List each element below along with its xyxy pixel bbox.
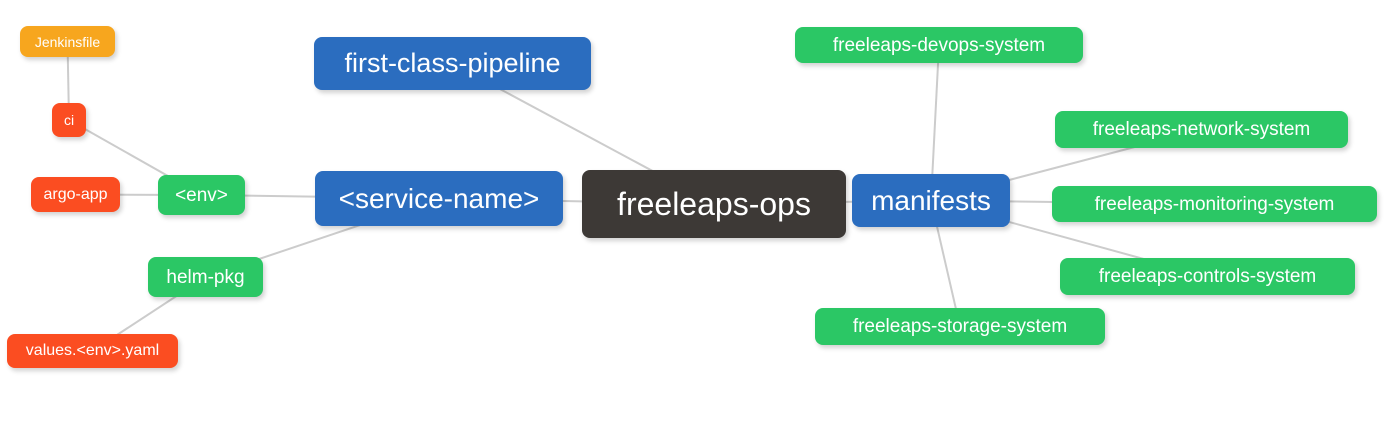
node-label: freeleaps-storage-system [852,316,1068,337]
node-label: helm-pkg [166,266,245,288]
node-label: manifests [871,184,991,216]
node-monitoring-system[interactable]: freeleaps-monitoring-system [1052,186,1377,222]
node-label: <service-name> [338,182,540,214]
node-label: freeleaps-ops [617,186,811,222]
node-argo-app[interactable]: argo-app [31,177,120,212]
node-helm-pkg[interactable]: helm-pkg [148,257,263,297]
node-ci[interactable]: ci [52,103,86,137]
node-label: freeleaps-monitoring-system [1094,193,1335,215]
node-label: first-class-pipeline [344,48,561,78]
node-controls-system[interactable]: freeleaps-controls-system [1060,258,1355,295]
node-label: freeleaps-network-system [1092,119,1311,140]
node-freeleaps-ops[interactable]: freeleaps-ops [582,170,846,238]
node-label: Jenkinsfile [34,33,101,50]
node-label: ci [63,112,75,128]
node-devops-system[interactable]: freeleaps-devops-system [795,27,1083,63]
node-first-class-pipeline[interactable]: first-class-pipeline [314,37,591,90]
node-label: freeleaps-devops-system [832,34,1046,56]
node-jenkinsfile[interactable]: Jenkinsfile [20,26,115,57]
node-label: freeleaps-controls-system [1098,266,1317,287]
node-label: <env> [175,184,228,206]
node-storage-system[interactable]: freeleaps-storage-system [815,308,1105,345]
node-env[interactable]: <env> [158,175,245,215]
node-manifests[interactable]: manifests [852,174,1010,227]
node-label: values.<env>.yaml [25,342,160,359]
node-label: argo-app [43,185,108,203]
node-values-env-yaml[interactable]: values.<env>.yaml [7,334,178,368]
node-service-name[interactable]: <service-name> [315,171,563,226]
node-network-system[interactable]: freeleaps-network-system [1055,111,1348,148]
